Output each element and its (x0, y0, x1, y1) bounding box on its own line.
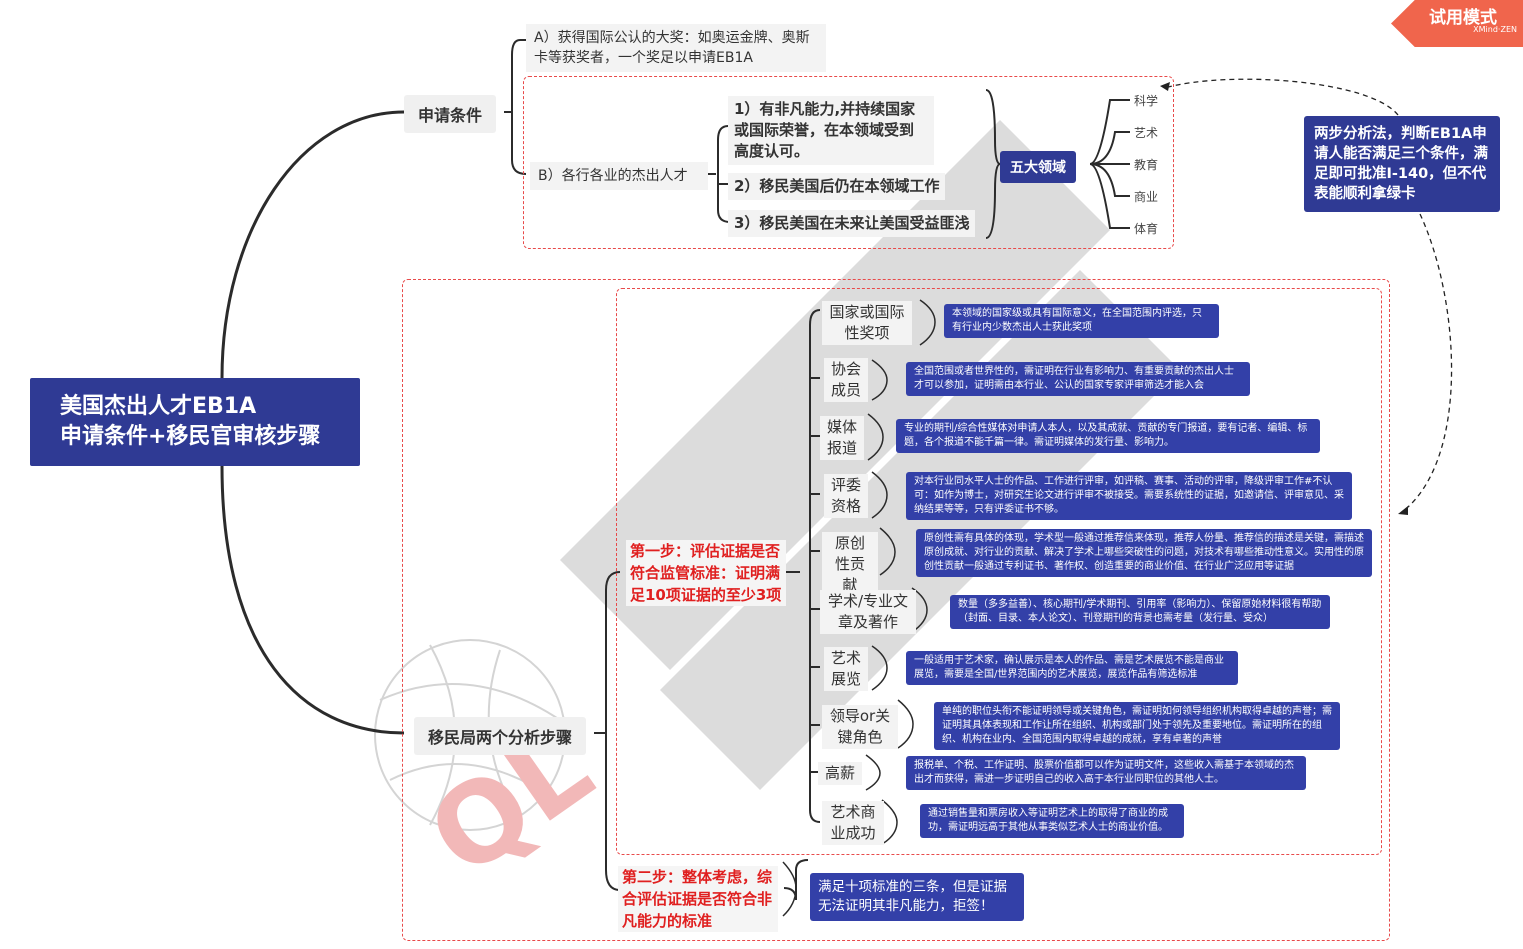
criterion-judging[interactable]: 评委资格 (824, 474, 868, 518)
root-title-line1: 美国杰出人才EB1A (60, 394, 257, 419)
criterion-high-salary[interactable]: 高薪 (818, 762, 862, 785)
criterion-media-desc[interactable]: 专业的期刊/综合性媒体对申请人本人，以及其成就、贡献的专门报道，要有记者、编辑、… (896, 419, 1320, 453)
apply-conditions-topic[interactable]: 申请条件 (404, 95, 497, 133)
field-business[interactable]: 商业 (1134, 190, 1159, 204)
criterion-awards-desc[interactable]: 本领域的国家级或具有国际意义，在全国范围内评选，只有行业内少数杰出人士获此奖项 (944, 304, 1219, 338)
criterion-judging-desc[interactable]: 对本行业同水平人士的作品、工作进行评审，如评稿、赛事、活动的评审，降级评审工作#… (906, 472, 1352, 520)
condition-3-topic[interactable]: 3）移民美国在未来让美国受益匪浅 (728, 210, 976, 237)
trial-mode-badge[interactable]: 试用模式 XMind·ZEN (1391, 0, 1523, 47)
criterion-awards[interactable]: 国家或国际性奖项 (822, 301, 912, 345)
five-fields-topic[interactable]: 五大领域 (1000, 151, 1076, 183)
condition-2-topic[interactable]: 2）移民美国后仍在本领域工作 (728, 173, 946, 200)
two-step-note[interactable]: 两步分析法，判断EB1A申请人能否满足三个条件，满足即可批准I-140，但不代表… (1304, 116, 1500, 212)
criterion-media[interactable]: 媒体报道 (820, 416, 864, 460)
condition-b-topic[interactable]: B）各行各业的杰出人才 (530, 162, 708, 190)
criterion-membership-desc[interactable]: 全国范围或者世界性的，需证明在行业有影响力、有重要贡献的杰出人士才可以参加，证明… (906, 362, 1250, 396)
field-science[interactable]: 科学 (1134, 94, 1159, 108)
criterion-commercial-success-desc[interactable]: 通过销售量和票房收入等证明艺术上的取得了商业的成功，需证明远高于其他从事类似艺术… (920, 804, 1184, 838)
criterion-publications[interactable]: 学术/专业文章及著作 (820, 590, 916, 634)
criterion-leading-role-desc[interactable]: 单纯的职位头衔不能证明领导或关键角色，需证明如何领导组织机构取得卓越的声誉；需证… (934, 702, 1340, 750)
criterion-original-contribution-desc[interactable]: 原创性需有具体的体现，学术型一般通过推荐信来体现，推荐人份量、推荐信的描述是关键… (916, 529, 1372, 577)
field-education[interactable]: 教育 (1134, 158, 1159, 172)
criterion-commercial-success[interactable]: 艺术商业成功 (822, 801, 884, 845)
criterion-publications-desc[interactable]: 数量（多多益善）、核心期刊/学术期刊、引用率（影响力）、保留原始材料很有帮助（封… (950, 595, 1330, 629)
step1-topic[interactable]: 第一步：评估证据是否符合监管标准：证明满足10项证据的至少3项 (626, 540, 786, 606)
condition-1-topic[interactable]: 1）有非凡能力,并持续国家或国际荣誉，在本领域受到高度认可。 (728, 96, 934, 165)
root-topic[interactable]: 美国杰出人才EB1A 申请条件+移民官审核步骤 (30, 378, 360, 466)
field-sports[interactable]: 体育 (1134, 222, 1159, 236)
step2-topic[interactable]: 第二步：整体考虑，综合评估证据是否符合非凡能力的标准 (618, 866, 778, 932)
trial-label: 试用模式 (1429, 8, 1497, 28)
step2-result[interactable]: 满足十项标准的三条，但是证据无法证明其非凡能力，拒签！ (810, 873, 1024, 921)
criterion-original-contribution[interactable]: 原创性贡献 (822, 532, 878, 597)
criterion-exhibitions[interactable]: 艺术展览 (824, 647, 868, 691)
trial-brand: XMind·ZEN (1473, 25, 1517, 34)
criterion-high-salary-desc[interactable]: 报税单、个税、工作证明、股票价值都可以作为证明文件，这些收入需基于本领域的杰出才… (906, 756, 1306, 790)
condition-a-topic[interactable]: A）获得国际公认的大奖：如奥运金牌、奥斯卡等获奖者，一个奖足以申请EB1A (526, 24, 826, 72)
analysis-steps-topic[interactable]: 移民局两个分析步骤 (414, 717, 587, 755)
criterion-exhibitions-desc[interactable]: 一般适用于艺术家，确认展示是本人的作品、需是艺术展览不能是商业展览，需要是全国/… (906, 651, 1238, 685)
criterion-leading-role[interactable]: 领导or关键角色 (822, 705, 898, 749)
criterion-membership[interactable]: 协会成员 (824, 358, 868, 402)
field-art[interactable]: 艺术 (1134, 126, 1159, 140)
root-title-line2: 申请条件+移民官审核步骤 (60, 424, 321, 449)
